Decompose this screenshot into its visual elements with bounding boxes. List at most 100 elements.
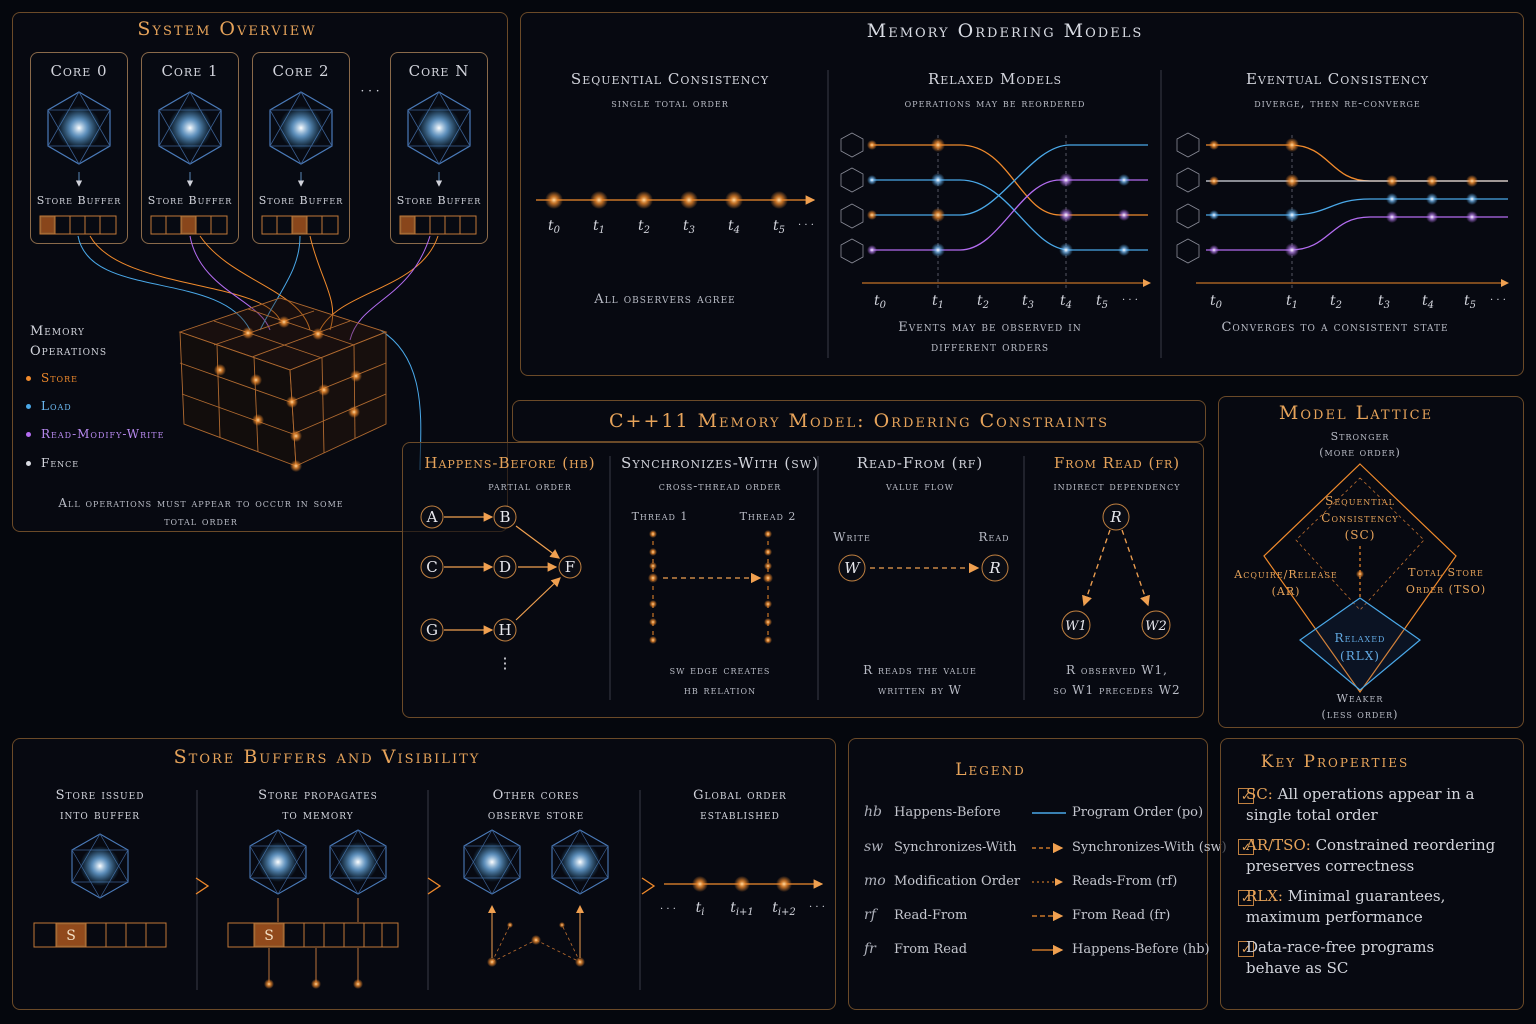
buffers-s-cell-1: S: [66, 928, 76, 944]
legend-text-sw: Synchronizes-With: [894, 840, 1017, 855]
legend-text-rf: Read-From: [894, 908, 968, 923]
cpp-panel: [402, 442, 1204, 718]
store-buffer-label-2: Store Buffer: [258, 194, 344, 207]
legend-line-hb: Happens-Before (hb): [1072, 942, 1210, 957]
sw-title: Synchronizes-With (sw): [621, 454, 819, 472]
lattice-bot-1: Weaker: [1336, 692, 1384, 705]
hb-node-c-ring: [420, 555, 444, 579]
lattice-rlx-1: Relaxed: [1310, 631, 1410, 645]
legend-abbr-sw: sw: [864, 839, 884, 855]
memory-op-load: Load: [26, 399, 72, 413]
hb-subtitle: partial order: [488, 479, 572, 493]
legend-line-po: Program Order (po): [1072, 805, 1204, 820]
fr-caption-2: so W1 precedes W2: [1053, 683, 1181, 697]
key-check-3[interactable]: ✓: [1238, 890, 1254, 906]
buffers-s-cell-2: S: [264, 928, 274, 944]
memory-cube-nodes: [214, 316, 362, 472]
rf-caption-1: R reads the value: [863, 663, 977, 677]
key-check-2[interactable]: ✓: [1238, 839, 1254, 855]
rf-subtitle: value flow: [886, 479, 954, 493]
fr-subtitle: indirect dependency: [1053, 479, 1181, 493]
buffers-rows: [33, 922, 399, 948]
legend-panel: [848, 738, 1208, 1010]
buffers-core-icon-2: [249, 829, 307, 895]
buffers-step-1-l2: into buffer: [60, 808, 140, 823]
buffers-step-4-l1: Global order: [693, 788, 787, 803]
buffers-step-arrows: [195, 877, 656, 895]
buffers-step-3-l1: Other cores: [492, 788, 580, 803]
store-buffer-label-1: Store Buffer: [147, 194, 233, 207]
lattice-outer-diamond: [1263, 463, 1457, 694]
legend-abbr-fr: fr: [864, 941, 876, 957]
memory-cube: [178, 297, 388, 467]
buffers-step-2-l2: to memory: [282, 808, 354, 823]
core-1-label: Core 1: [161, 62, 219, 80]
relaxed-dashes: [937, 135, 1067, 288]
buffers-observe-graph: [491, 924, 581, 963]
fr-title: From Read (fr): [1053, 454, 1181, 472]
legend-abbr-rf: rf: [864, 907, 876, 923]
relaxed-lines: [870, 144, 1148, 251]
lattice-title: Model Lattice: [1278, 402, 1434, 424]
hb-node-g-ring: [420, 618, 444, 642]
sw-thread2: Thread 2: [739, 510, 797, 523]
eventual-events: [1209, 138, 1478, 257]
hb-node-h-ring: [493, 618, 517, 642]
hb-node-f-ring: [558, 555, 582, 579]
key-item-3: RLX: Minimal guarantees,maximum performa…: [1246, 887, 1446, 926]
store-buffers: [39, 215, 477, 235]
fr-edges: [1082, 529, 1150, 607]
ordering-models-title: Memory Ordering Models: [866, 20, 1144, 42]
lattice-sc-2: Consistency: [1321, 511, 1399, 525]
store-buffer-label-0: Store Buffer: [36, 194, 122, 207]
cores-ellipsis: · · ·: [360, 84, 380, 98]
hb-node-d: D: [499, 558, 511, 576]
lattice-sc-3: (SC): [1344, 528, 1376, 542]
key-properties-title: Key Properties: [1260, 752, 1410, 772]
hb-node-a: A: [426, 508, 438, 526]
core-0[interactable]: [30, 52, 128, 244]
legend-abbr-hb: hb: [864, 804, 882, 820]
hb-node-b-ring: [493, 505, 517, 529]
buffers-tick-more-right: · · ·: [809, 902, 825, 913]
lattice-inner-diamond: [1295, 477, 1425, 611]
buffers-step-2-l1: Store propagates: [258, 788, 378, 803]
rf-w-ring: [838, 554, 866, 582]
lattice-sc-1: Sequential: [1325, 494, 1395, 508]
legend-text-mo: Modification Order: [894, 874, 1021, 889]
eventual-caption: Converges to a consistent state: [1221, 320, 1449, 335]
core-memory-wires: [77, 235, 439, 471]
lattice-tso-2: Order (TSO): [1405, 583, 1487, 596]
buffers-memory-points: [264, 979, 363, 989]
fr-w1-ring: [1061, 610, 1091, 640]
buffers-panel: [12, 738, 836, 1010]
buffers-step-3-l2: observe store: [487, 808, 585, 823]
hb-node-c: C: [426, 558, 437, 576]
rf-title: Read-From (rf): [856, 454, 984, 472]
legend-line-rf: Reads-From (rf): [1072, 874, 1178, 889]
fr-r-ring: [1102, 503, 1130, 531]
core-2-icon: [269, 91, 333, 165]
rf-caption-2: written by W: [877, 683, 963, 697]
relaxed-tick-more: · · ·: [1122, 295, 1138, 306]
sc-events: [545, 191, 788, 209]
key-check-4[interactable]: ✓: [1238, 941, 1254, 957]
cpp-title: C++11 Memory Model: Ordering Constraints: [608, 410, 1110, 432]
legend-line-fr: From Read (fr): [1072, 908, 1171, 923]
buffers-observe-nodes: [487, 922, 585, 967]
legend-text-hb: Happens-Before: [894, 805, 1001, 820]
lattice-ar-1: Acquire/Release: [1234, 568, 1338, 581]
buffers-tick-more-left: · · ·: [660, 904, 676, 915]
hb-more: ⋮: [498, 654, 513, 672]
hb-node-d-ring: [493, 555, 517, 579]
key-check-1[interactable]: ✓: [1238, 788, 1254, 804]
fr-w1-node: W1: [1065, 619, 1087, 634]
legend-title: Legend: [955, 760, 1026, 780]
rf-read-label: Read: [978, 530, 1010, 544]
